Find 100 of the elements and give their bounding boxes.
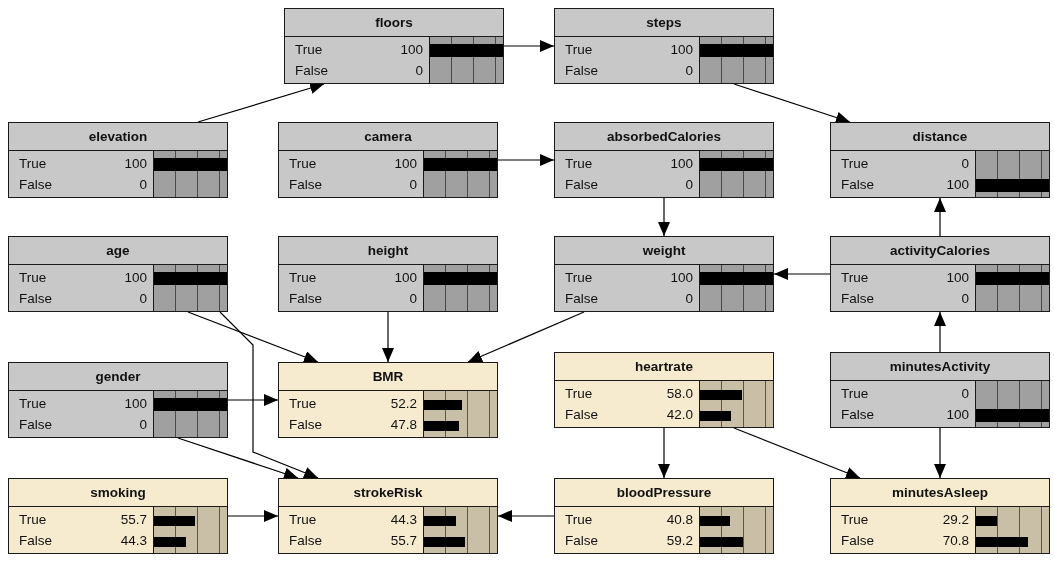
node-box	[830, 352, 1050, 428]
arrow	[177, 437, 299, 480]
probability-value: 100	[670, 154, 693, 173]
state-label: True	[19, 510, 48, 529]
state-label: True	[295, 40, 324, 59]
state-label: True	[289, 394, 318, 413]
probability-value: 55.7	[120, 510, 147, 529]
node-box	[8, 362, 228, 438]
node-box	[554, 236, 774, 312]
probability-value: 0	[138, 415, 147, 434]
probability-value: 100	[394, 268, 417, 287]
probability-value: 100	[394, 154, 417, 173]
state-label: True	[841, 268, 870, 287]
node-box	[554, 8, 774, 84]
node-box	[830, 122, 1050, 198]
state-label: False	[565, 289, 599, 308]
state-label: True	[565, 40, 594, 59]
probability-value: 29.2	[942, 510, 969, 529]
node-box	[554, 352, 774, 428]
probability-value: 0	[138, 175, 147, 194]
state-label: False	[841, 289, 875, 308]
probability-value: 0	[960, 154, 969, 173]
probability-value: 59.2	[666, 531, 693, 550]
state-label: True	[289, 268, 318, 287]
state-label: False	[289, 289, 323, 308]
probability-value: 0	[414, 61, 423, 80]
state-label: True	[289, 510, 318, 529]
probability-value: 47.8	[390, 415, 417, 434]
state-label: True	[19, 268, 48, 287]
probability-value: 100	[400, 40, 423, 59]
arrow	[467, 311, 585, 363]
node-box	[284, 8, 504, 84]
state-label: False	[19, 175, 53, 194]
state-label: False	[19, 415, 53, 434]
state-label: True	[565, 268, 594, 287]
probability-value: 100	[670, 40, 693, 59]
probability-value: 55.7	[390, 531, 417, 550]
state-label: False	[289, 531, 323, 550]
probability-value: 0	[684, 61, 693, 80]
state-label: False	[841, 531, 875, 550]
node-box	[278, 478, 498, 554]
state-label: True	[565, 384, 594, 403]
state-label: True	[565, 510, 594, 529]
probability-value: 44.3	[120, 531, 147, 550]
state-label: True	[841, 384, 870, 403]
node-box	[8, 236, 228, 312]
arrow	[382, 311, 394, 363]
arrow	[658, 197, 670, 237]
probability-value: 70.8	[942, 531, 969, 550]
arrow	[187, 311, 319, 363]
probability-value: 0	[960, 384, 969, 403]
state-label: True	[289, 154, 318, 173]
arrow	[733, 427, 861, 479]
state-label: False	[19, 289, 53, 308]
state-label: False	[565, 175, 599, 194]
probability-value: 0	[684, 175, 693, 194]
node-box	[830, 478, 1050, 554]
probability-value: 0	[138, 289, 147, 308]
state-label: True	[19, 154, 48, 173]
state-label: False	[289, 415, 323, 434]
state-label: False	[565, 61, 599, 80]
state-label: False	[565, 405, 599, 424]
probability-value: 40.8	[666, 510, 693, 529]
arrow	[934, 311, 946, 353]
probability-value: 44.3	[390, 510, 417, 529]
probability-value: 100	[946, 268, 969, 287]
probability-value: 100	[124, 154, 147, 173]
arrow	[219, 311, 319, 479]
probability-value: 0	[684, 289, 693, 308]
probability-value: 52.2	[390, 394, 417, 413]
node-box	[830, 236, 1050, 312]
probability-value: 0	[408, 175, 417, 194]
node-box	[554, 122, 774, 198]
arrow	[197, 82, 325, 123]
probability-value: 0	[408, 289, 417, 308]
state-label: False	[841, 175, 875, 194]
probability-value: 100	[946, 175, 969, 194]
node-box	[278, 122, 498, 198]
probability-value: 42.0	[666, 405, 693, 424]
arrow	[733, 83, 851, 124]
node-box	[8, 122, 228, 198]
node-box	[278, 236, 498, 312]
node-box	[278, 362, 498, 438]
state-label: True	[565, 154, 594, 173]
arrow	[934, 197, 946, 237]
state-label: True	[841, 154, 870, 173]
arrow	[497, 510, 555, 522]
arrow	[934, 427, 946, 479]
probability-value: 58.0	[666, 384, 693, 403]
arrow	[773, 268, 831, 280]
state-label: False	[565, 531, 599, 550]
arrow	[227, 394, 279, 406]
arrow	[503, 40, 555, 52]
probability-value: 0	[960, 289, 969, 308]
probability-value: 100	[124, 268, 147, 287]
probability-value: 100	[124, 394, 147, 413]
probability-value: 100	[946, 405, 969, 424]
arrow	[227, 510, 279, 522]
node-box	[8, 478, 228, 554]
state-label: True	[19, 394, 48, 413]
